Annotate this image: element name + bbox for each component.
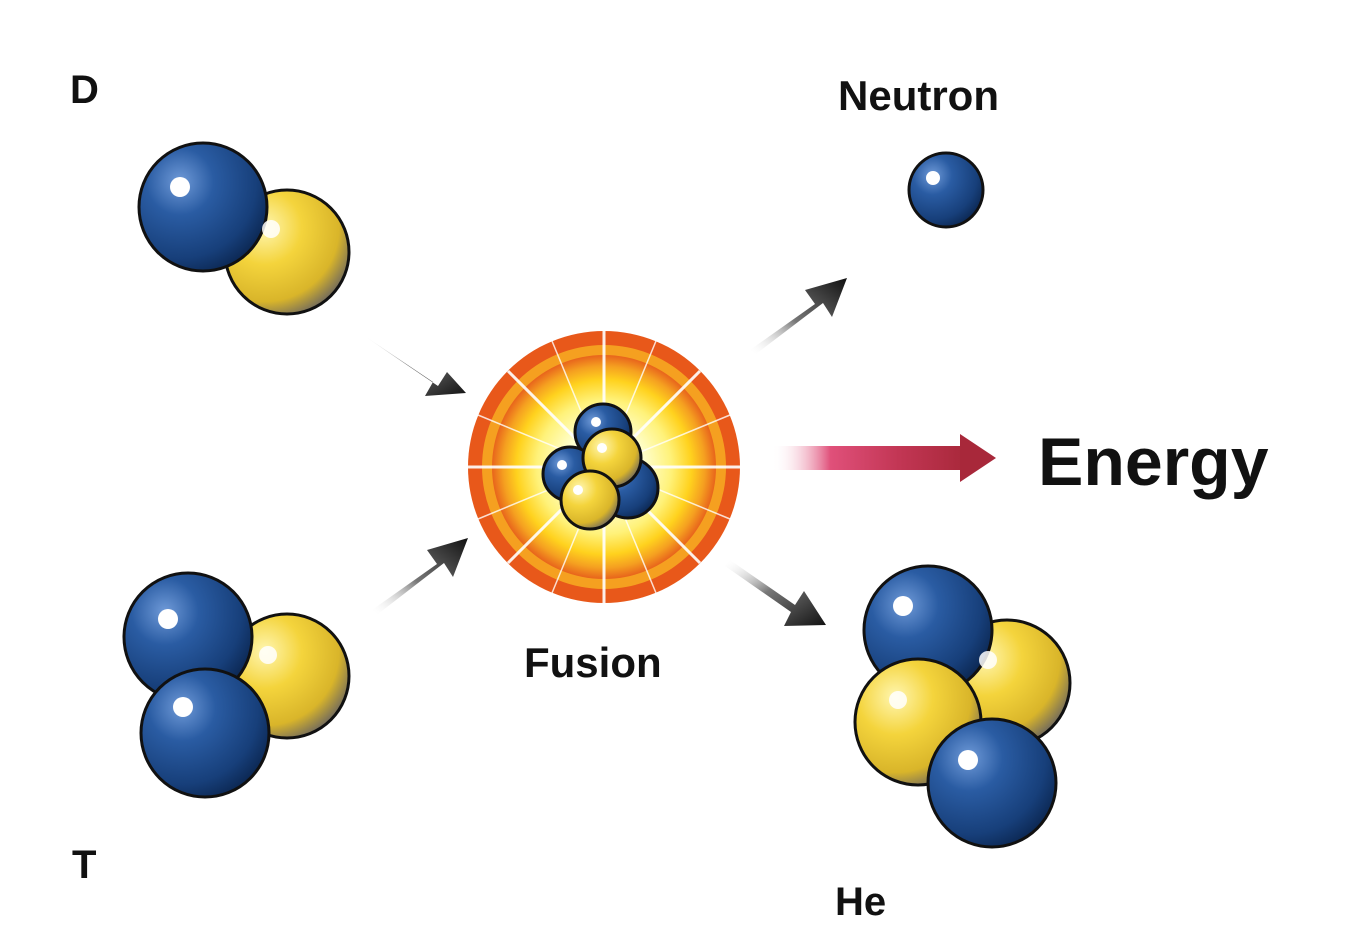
arrow-to-neutron [750,278,847,354]
energy-arrow-shaft [772,446,967,470]
label-deuterium: D [70,68,99,112]
highlight [170,177,190,197]
energy-arrow-head [960,434,996,482]
fused-nucleus [541,402,660,531]
neutron-particle [907,151,985,229]
highlight [173,697,193,717]
helium-nucleus [853,564,1072,849]
energy-arrow [772,434,996,482]
label-fusion: Fusion [524,639,662,686]
tritium-neutron-bottom [139,667,271,799]
fusion-flash [468,331,740,603]
highlight [259,646,277,664]
arrow-to-helium [725,560,826,626]
deuterium-nucleus [137,141,351,316]
highlight [158,609,178,629]
deuterium-neutron [137,141,269,273]
highlight [262,220,280,238]
helium-neutron-bottom [926,717,1058,849]
cluster-proton [559,469,621,531]
tritium-nucleus [122,571,351,799]
label-neutron: Neutron [838,72,999,119]
arrow-d-to-fusion [365,336,466,396]
arrow-t-to-fusion [372,538,468,614]
label-helium: He [835,880,887,924]
label-energy: Energy [1038,424,1269,500]
label-tritium: T [72,843,97,887]
